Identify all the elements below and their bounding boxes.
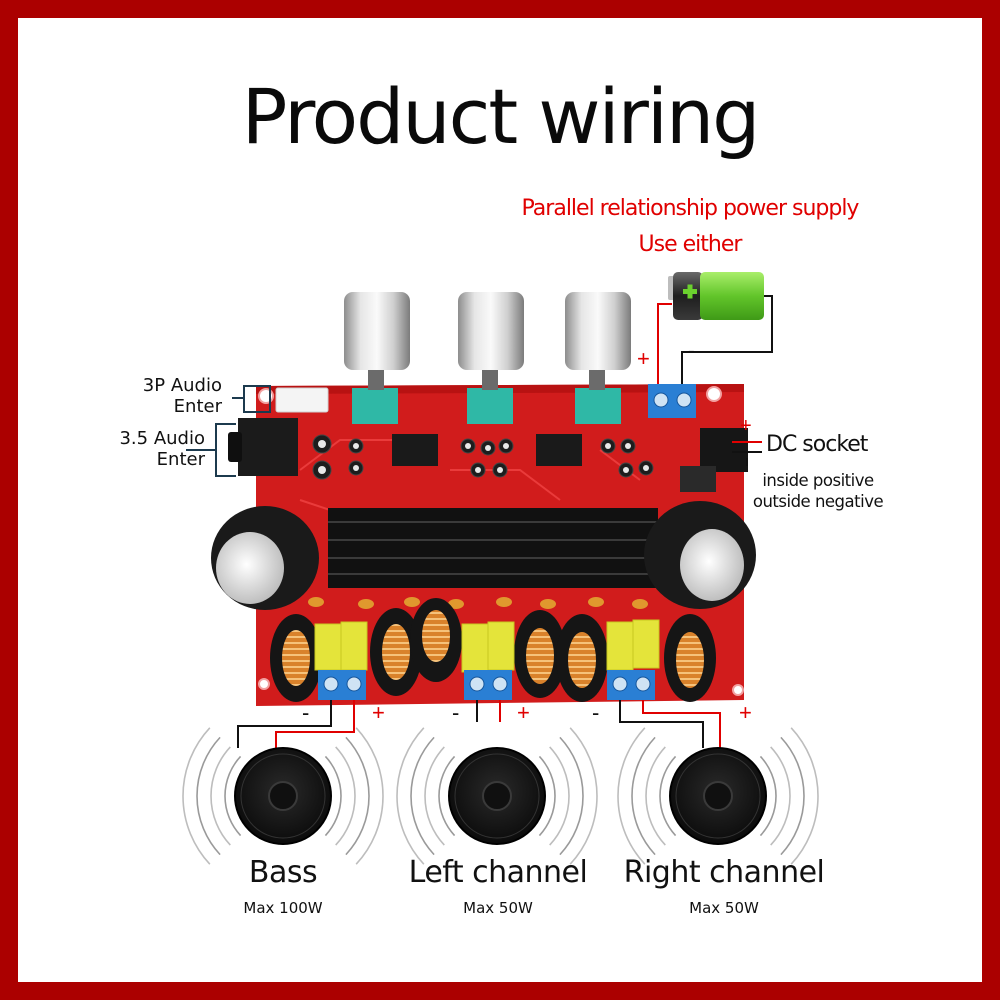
bass-knob[interactable] (565, 292, 631, 390)
sound-wave-arc (345, 736, 370, 856)
sound-wave-arc (617, 727, 646, 865)
dc-socket-note: inside positive outside negative (740, 470, 896, 512)
bass-output-terminal (318, 670, 366, 700)
bass-plus-sign: + (372, 700, 385, 725)
inductor (556, 614, 608, 702)
inductor (514, 610, 566, 698)
jack-label-line2: Enter (156, 449, 205, 470)
opamp-chip (392, 434, 438, 466)
speaker-max-right: Max 50W (689, 899, 759, 917)
dc-socket-label: DC socket (766, 432, 868, 457)
speaker-name-bass: Bass (248, 855, 318, 890)
speaker-ring (675, 753, 761, 839)
power-note-line1: Parallel relationship power supply (521, 196, 860, 221)
speaker-max-left: Max 50W (463, 899, 533, 917)
sound-wave-arc (224, 755, 242, 837)
power-note-line2: Use either (638, 232, 743, 257)
speaker-ring (454, 753, 540, 839)
battery-icon (668, 272, 764, 320)
jack-pointer (186, 423, 236, 477)
dc-socket-note-line1: inside positive (762, 471, 874, 490)
sound-wave-arc (396, 727, 425, 865)
sound-wave-arc (631, 736, 656, 856)
three-pin-label-line1: 3P Audio (142, 375, 222, 396)
sound-wave-arc (770, 746, 791, 846)
power-input-terminal (648, 384, 696, 418)
sound-wave-arc (759, 755, 777, 837)
sound-wave-arc (424, 746, 445, 846)
speaker-name-right: Right channel (623, 855, 825, 890)
battery-plus-sign: + (637, 346, 650, 371)
inductor (370, 608, 422, 696)
sound-wave-arc (645, 746, 666, 846)
bass-positive-wire (275, 700, 355, 748)
dc-socket-note-line2: outside negative (752, 492, 884, 511)
sound-wave-arc (790, 727, 819, 865)
right-minus-sign: - (592, 700, 600, 725)
sound-wave-arc (780, 736, 805, 856)
sound-wave-arc (182, 727, 211, 865)
speaker-dust-cap (703, 781, 733, 811)
jack-input-label: 3.5 Audio Enter (90, 428, 205, 470)
right-negative-wire (619, 700, 704, 748)
speaker-name-left: Left channel (408, 855, 588, 890)
bass-negative-wire (237, 700, 332, 748)
sound-wave-arc (196, 736, 221, 856)
sound-wave-arc (569, 727, 598, 865)
page-title: Product wiring (241, 72, 761, 161)
sound-wave-arc (335, 746, 356, 846)
opamp-chip (536, 434, 582, 466)
filter-capacitor (211, 506, 319, 610)
speaker-ring (240, 753, 326, 839)
treble-knob[interactable] (458, 292, 524, 390)
three-pin-pointer (232, 385, 271, 413)
sound-wave-arc (549, 746, 570, 846)
three-pin-label-line2: Enter (173, 396, 222, 417)
inductor (410, 598, 462, 682)
left-plus-sign: + (517, 700, 530, 725)
inductor (664, 614, 716, 702)
right-plus-sign: + (739, 700, 752, 725)
speaker-dust-cap (268, 781, 298, 811)
sound-wave-arc (438, 755, 456, 837)
sound-wave-arc (559, 736, 584, 856)
sound-wave-arc (355, 727, 384, 865)
sound-wave-arc (324, 755, 342, 837)
dc-plus-sign: + (740, 415, 752, 437)
volume-knob[interactable] (344, 292, 410, 390)
battery-positive-wire (657, 303, 672, 392)
right-positive-wire (642, 700, 721, 748)
filter-capacitor (644, 501, 756, 609)
left-minus-sign: - (452, 700, 460, 725)
speaker-bass (182, 727, 384, 865)
battery-negative-wire (681, 295, 773, 392)
jack-label-line1: 3.5 Audio (119, 428, 205, 449)
speaker-dust-cap (482, 781, 512, 811)
speaker-left (396, 727, 598, 865)
three-pin-input-label: 3P Audio Enter (100, 375, 222, 417)
sound-wave-arc (538, 755, 556, 837)
speaker-max-bass: Max 100W (243, 899, 323, 917)
sound-wave-arc (210, 746, 231, 846)
amplifier-board (211, 384, 756, 706)
sound-wave-arc (410, 736, 435, 856)
bass-minus-sign: - (302, 700, 310, 725)
inductor (270, 614, 322, 702)
left-output-terminal (464, 670, 512, 700)
battery-minus-sign: - (688, 340, 695, 362)
speaker-right (617, 727, 819, 865)
right-output-terminal (607, 670, 655, 700)
sound-wave-arc (659, 755, 677, 837)
